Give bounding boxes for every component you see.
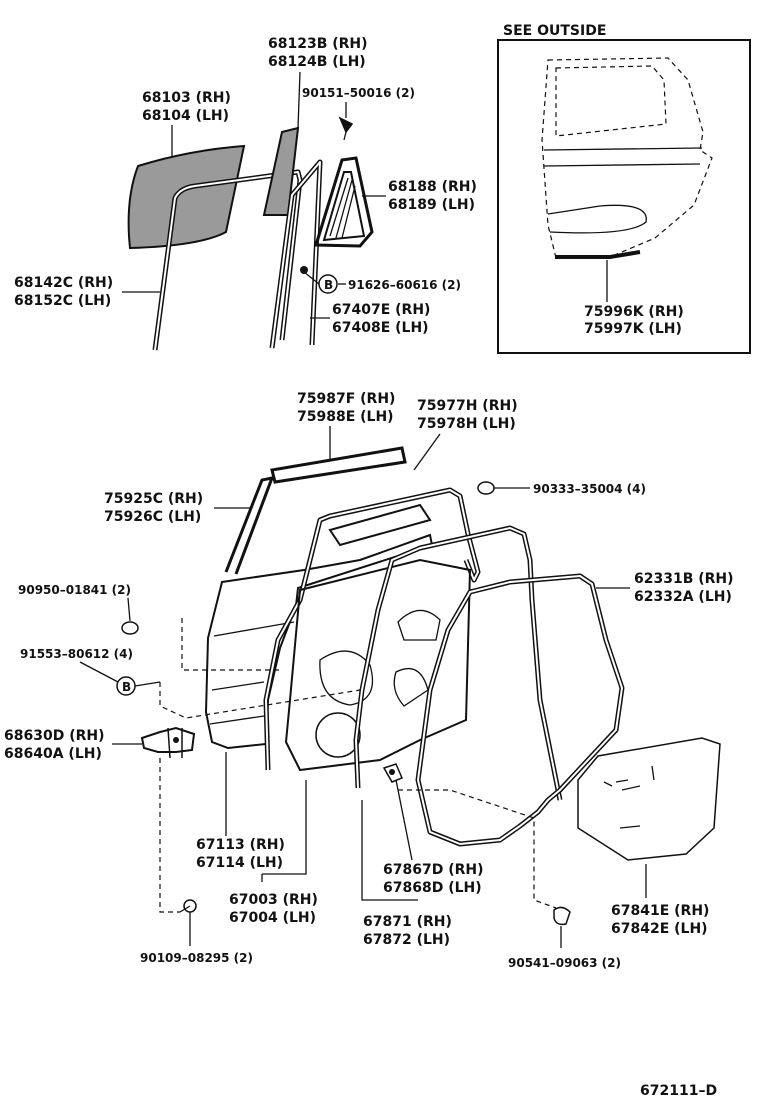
label-67871-rh: 67871 (RH) — [363, 914, 452, 930]
inset-label-lh: 75997K (LH) — [584, 321, 682, 337]
inner-panel — [284, 558, 472, 772]
speaker-hole — [315, 712, 361, 758]
belt-moulding-75987F — [270, 446, 407, 484]
label-90151: 90151–50016 (2) — [302, 86, 415, 100]
label-68640A-lh: 68640A (LH) — [4, 746, 102, 762]
label-68123B-rh: 68123B (RH) — [268, 36, 368, 52]
label-68124B-lh: 68124B (LH) — [268, 54, 366, 70]
label-68103-rh: 68103 (RH) — [142, 90, 231, 106]
screw-90151-icon — [338, 116, 354, 141]
label-75988E-lh: 75988E (LH) — [297, 409, 394, 425]
inset-moulding-75996K — [555, 250, 641, 259]
label-62331B-rh: 62331B (RH) — [634, 571, 734, 587]
label-75978H-lh: 75978H (LH) — [417, 416, 516, 432]
speaker-opening — [319, 650, 374, 706]
label-68142C-rh: 68142C (RH) — [14, 275, 113, 291]
upper-glass-group — [127, 116, 374, 351]
inset-window-outline — [555, 65, 667, 137]
door-hinge-68630D — [140, 726, 196, 759]
hole-plug-90333-icon — [477, 481, 495, 495]
service-hole-cover-67841E — [577, 737, 721, 861]
inset-handle-recess — [547, 204, 647, 234]
label-68152C-lh: 68152C (LH) — [14, 293, 111, 309]
inset-door-outline — [541, 57, 713, 259]
svg-text:B: B — [324, 278, 333, 292]
door-panel-67003 — [204, 533, 434, 750]
label-67872-lh: 67872 (LH) — [363, 932, 450, 948]
figure-code: 672111–D — [640, 1083, 717, 1099]
bolt-90109-icon — [179, 899, 197, 913]
clip-90541-icon — [553, 906, 571, 926]
inset-body-lines — [543, 147, 703, 167]
label-68104-lh: 68104 (LH) — [142, 108, 229, 124]
label-75987F-rh: 75987F (RH) — [297, 391, 395, 407]
label-67842E-lh: 67842E (LH) — [611, 921, 708, 937]
label-67407E-rh: 67407E (RH) — [332, 302, 430, 318]
inset-label-rh: 75996K (RH) — [584, 304, 684, 320]
door-assembly-group — [121, 446, 721, 926]
label-67841E-rh: 67841E (RH) — [611, 903, 709, 919]
label-75926C-lh: 75926C (LH) — [104, 509, 201, 525]
label-90541: 90541–09063 (2) — [508, 956, 621, 970]
label-90333: 90333–35004 (4) — [533, 482, 646, 496]
glass-run-75977H — [328, 503, 432, 547]
label-67868D-lh: 67868D (LH) — [383, 880, 482, 896]
label-67003-rh: 67003 (RH) — [229, 892, 318, 908]
label-68188-rh: 68188 (RH) — [388, 179, 477, 195]
screw-91626-icon — [300, 266, 308, 274]
label-67113-rh: 67113 (RH) — [196, 837, 285, 853]
label-90109: 90109–08295 (2) — [140, 951, 253, 965]
label-75977H-rh: 75977H (RH) — [417, 398, 518, 414]
quarter-window-frame-68188 — [313, 156, 374, 248]
hole-plug-90950-icon — [121, 621, 139, 635]
inset-title: SEE OUTSIDE — [503, 23, 606, 39]
label-67408E-lh: 67408E (LH) — [332, 320, 429, 336]
weatherstrip-75925C — [224, 475, 275, 575]
label-91626: 91626–60616 (2) — [348, 278, 461, 292]
see-outside-inset: SEE OUTSIDE 75996K (RH) 75997K (LH) — [497, 23, 751, 354]
clip-67867D — [382, 763, 403, 783]
label-67114-lh: 67114 (LH) — [196, 855, 283, 871]
label-90950: 90950–01841 (2) — [18, 583, 131, 597]
label-68189-lh: 68189 (LH) — [388, 197, 475, 213]
label-62332A-lh: 62332A (LH) — [634, 589, 732, 605]
label-67004-lh: 67004 (LH) — [229, 910, 316, 926]
label-91553: 91553–80612 (4) — [20, 647, 133, 661]
label-67867D-rh: 67867D (RH) — [383, 862, 484, 878]
weatherstrip-62331B — [415, 573, 625, 847]
label-68630D-rh: 68630D (RH) — [4, 728, 105, 744]
door-glass-68103 — [127, 144, 246, 250]
svg-text:B: B — [122, 680, 131, 694]
label-75925C-rh: 75925C (RH) — [104, 491, 203, 507]
inset-frame — [497, 39, 751, 354]
